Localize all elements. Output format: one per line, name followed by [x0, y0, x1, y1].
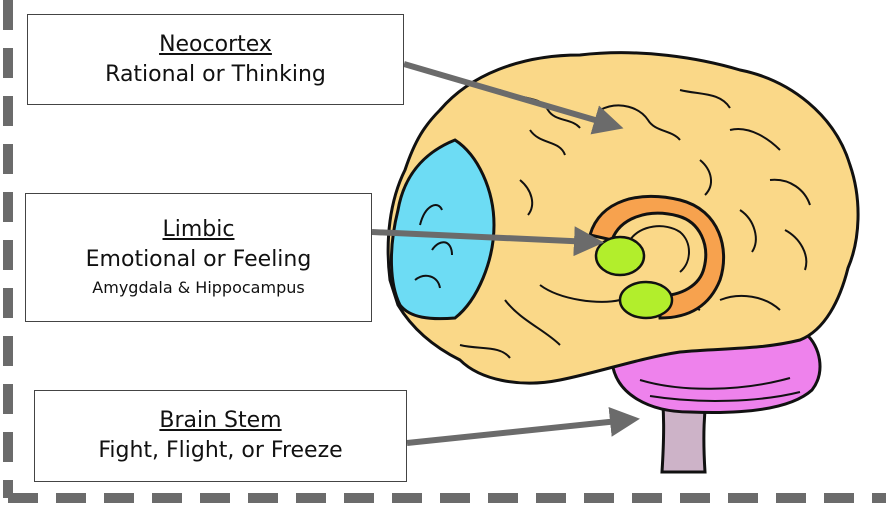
brain-stem-label-box: Brain Stem Fight, Flight, or Freeze — [34, 390, 407, 482]
brain-stem-description: Fight, Flight, or Freeze — [98, 436, 342, 466]
hippocampus-shape — [620, 282, 672, 318]
arrow-brain-stem — [407, 420, 628, 443]
limbic-description: Emotional or Feeling — [86, 245, 312, 275]
neocortex-label-box: Neocortex Rational or Thinking — [27, 14, 404, 105]
neocortex-description: Rational or Thinking — [105, 60, 326, 90]
limbic-title: Limbic — [163, 215, 235, 245]
amygdala-shape — [596, 237, 644, 275]
limbic-label-box: Limbic Emotional or Feeling Amygdala & H… — [25, 193, 372, 322]
brain-stem-title: Brain Stem — [159, 406, 281, 436]
neocortex-title: Neocortex — [159, 30, 272, 60]
limbic-structures: Amygdala & Hippocampus — [92, 275, 304, 301]
